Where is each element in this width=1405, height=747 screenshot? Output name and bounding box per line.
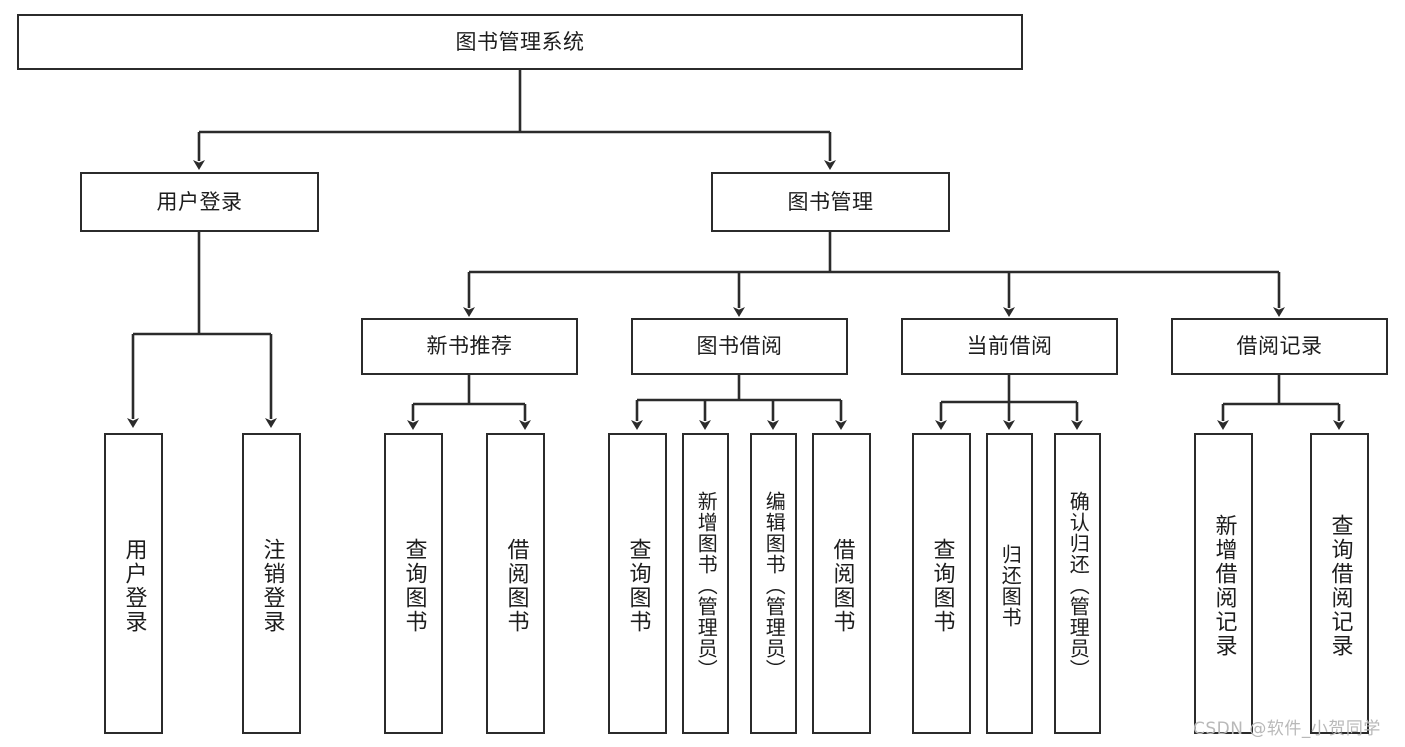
- node-current-borrow-label: 当前借阅: [966, 334, 1053, 359]
- node-book-borrow[interactable]: 图书借阅: [631, 318, 848, 375]
- node-user-login-label: 用户登录: [156, 189, 243, 214]
- leaf-user-login-logout[interactable]: 注销登录: [242, 433, 301, 734]
- node-user-login[interactable]: 用户登录: [80, 172, 319, 232]
- leaf-label: 查询借阅记录: [1327, 513, 1353, 658]
- node-new-book-recommend[interactable]: 新书推荐: [361, 318, 578, 375]
- node-root[interactable]: 图书管理系统: [17, 14, 1023, 70]
- leaf-label: 确认归还（管理员）: [1066, 491, 1091, 680]
- leaf-label: 查询图书: [625, 537, 651, 634]
- leaf-label: 新增借阅记录: [1211, 513, 1237, 658]
- leaf-label: 编辑图书（管理员）: [762, 491, 787, 680]
- leaf-label: 新增图书（管理员）: [694, 491, 719, 680]
- node-borrow-record[interactable]: 借阅记录: [1171, 318, 1388, 375]
- node-new-book-recommend-label: 新书推荐: [426, 334, 513, 359]
- leaf-label: 查询图书: [929, 537, 955, 634]
- leaf-book-borrow-edit[interactable]: 编辑图书（管理员）: [750, 433, 797, 734]
- leaf-borrow-record-query[interactable]: 查询借阅记录: [1310, 433, 1369, 734]
- node-book-borrow-label: 图书借阅: [696, 334, 783, 359]
- leaf-borrow-record-add[interactable]: 新增借阅记录: [1194, 433, 1253, 734]
- node-borrow-record-label: 借阅记录: [1236, 334, 1323, 359]
- leaf-new-book-query[interactable]: 查询图书: [384, 433, 443, 734]
- leaf-book-borrow-query[interactable]: 查询图书: [608, 433, 667, 734]
- node-book-management-label: 图书管理: [787, 189, 874, 214]
- leaf-current-borrow-return[interactable]: 归还图书: [986, 433, 1033, 734]
- leaf-label: 借阅图书: [503, 537, 529, 634]
- leaf-book-borrow-borrow[interactable]: 借阅图书: [812, 433, 871, 734]
- leaf-new-book-borrow[interactable]: 借阅图书: [486, 433, 545, 734]
- leaf-book-borrow-add[interactable]: 新增图书（管理员）: [682, 433, 729, 734]
- leaf-current-borrow-confirm[interactable]: 确认归还（管理员）: [1054, 433, 1101, 734]
- leaf-label: 借阅图书: [829, 537, 855, 634]
- leaf-current-borrow-query[interactable]: 查询图书: [912, 433, 971, 734]
- leaf-label: 查询图书: [401, 537, 427, 634]
- leaf-label: 用户登录: [121, 537, 147, 634]
- node-book-management[interactable]: 图书管理: [711, 172, 950, 232]
- leaf-label: 注销登录: [259, 537, 285, 634]
- node-root-label: 图书管理系统: [455, 29, 585, 54]
- node-current-borrow[interactable]: 当前借阅: [901, 318, 1118, 375]
- leaf-user-login-login[interactable]: 用户登录: [104, 433, 163, 734]
- leaf-label: 归还图书: [998, 543, 1023, 628]
- csdn-watermark: CSDN @软件_小贺同学: [1193, 719, 1381, 739]
